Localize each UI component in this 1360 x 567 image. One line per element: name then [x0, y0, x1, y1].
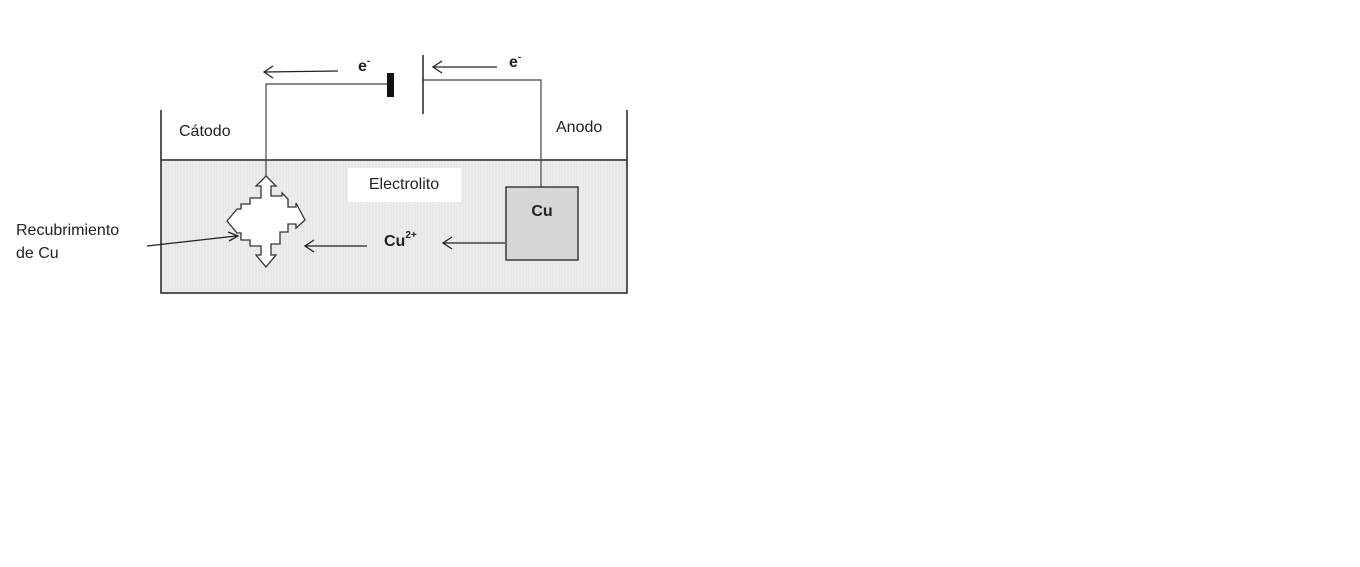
cathode-wire — [265, 83, 389, 180]
anode-block-label: Cu — [531, 203, 552, 220]
tank — [160, 110, 628, 294]
cathode-label: Cátodo — [179, 123, 231, 140]
cathode-object — [226, 175, 306, 269]
electrolyte-label-box — [348, 168, 461, 202]
copper-ion-label: Cu2+ — [384, 230, 417, 250]
electrolyte-label: Electrolito — [369, 176, 439, 193]
anode-block — [505, 186, 579, 261]
electron-label-left: e- — [358, 56, 370, 75]
anode-label: Anodo — [556, 119, 602, 136]
ion-arrowhead-left — [303, 239, 315, 253]
electron-label-right: e- — [509, 52, 521, 71]
ion-arrowhead-right — [441, 236, 453, 250]
coating-leader-line — [146, 235, 237, 247]
battery-negative-plate — [387, 73, 394, 97]
coating-leader-arrowhead — [227, 231, 240, 242]
anode-wire — [423, 79, 542, 188]
electron-arrowhead-right — [431, 60, 443, 74]
electron-flow-arrow-left — [263, 70, 339, 73]
electron-arrowhead-left — [262, 65, 274, 79]
coating-label-line2: de Cu — [16, 245, 59, 262]
coating-label-line1: Recubrimiento — [16, 222, 119, 239]
